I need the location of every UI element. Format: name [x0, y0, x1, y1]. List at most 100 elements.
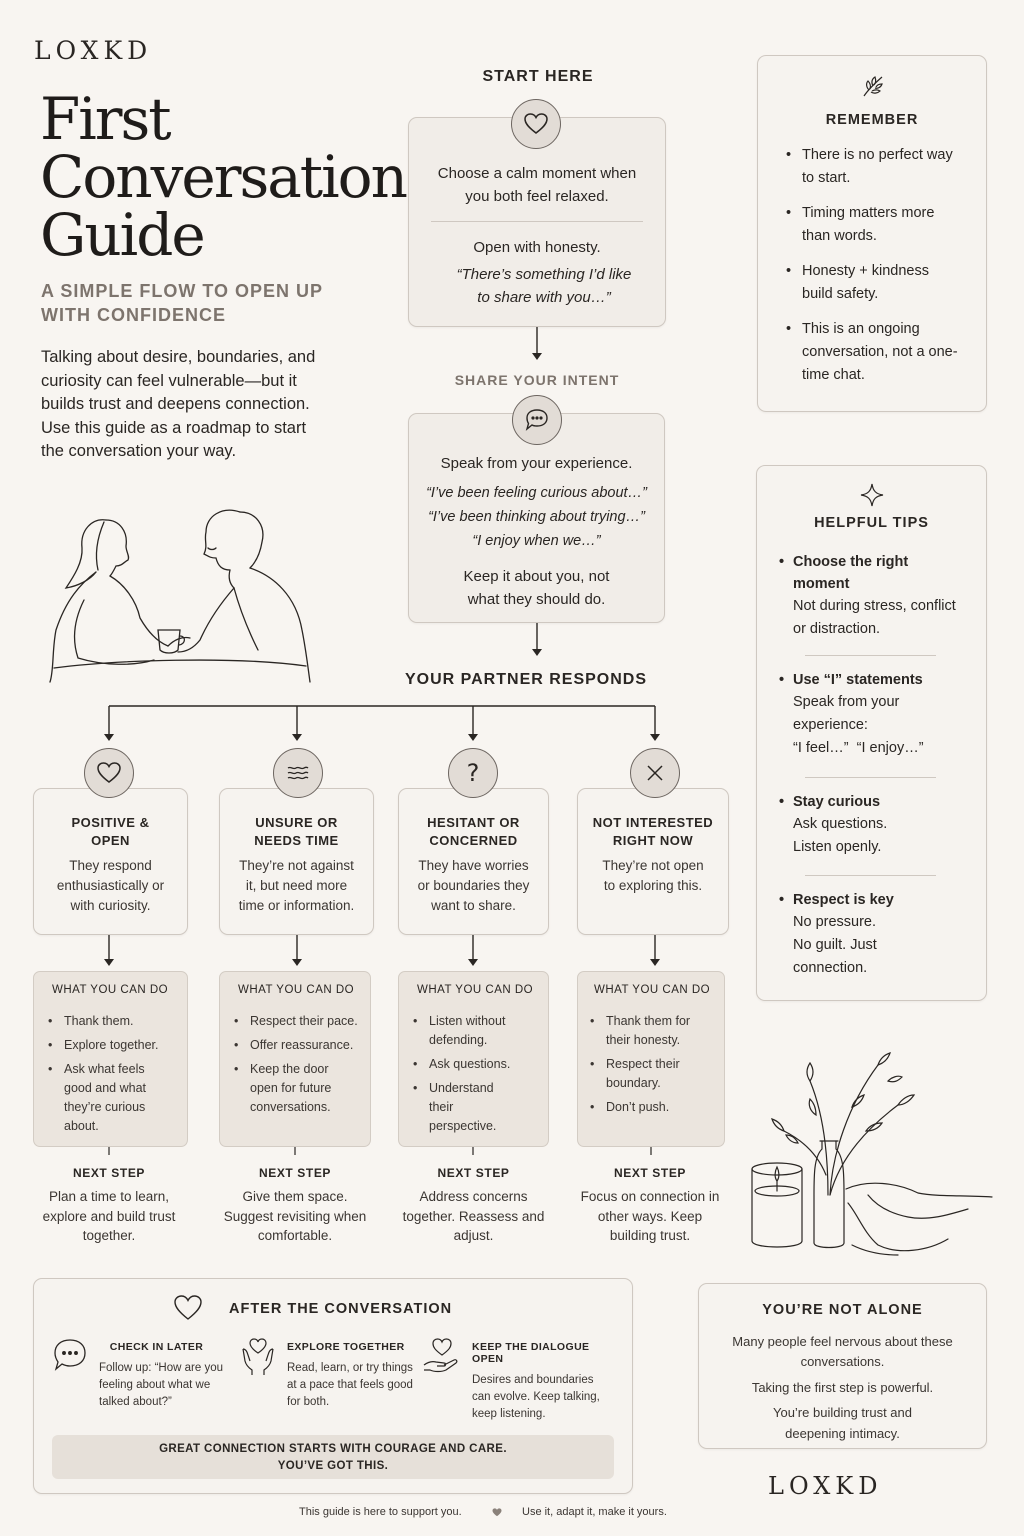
remember-header: REMEMBER [825, 112, 919, 128]
chat-dots-icon [54, 1339, 86, 1371]
list-item: Thank them for their honesty. [588, 1012, 710, 1050]
next-step-text: Plan a time to learn, explore and build … [42, 1189, 176, 1243]
tips-card: HELPFUL TIPS •Choose the right moment No… [756, 465, 987, 1001]
start-quote: “There’s something I’d like to share wit… [456, 266, 632, 306]
share-intent-header: SHARE YOUR INTENT [454, 372, 620, 388]
brand-logo-footer: LOXKD [768, 1472, 883, 1500]
response-card-not-interested: NOT INTERESTED RIGHT NOW They’re not ope… [577, 788, 729, 935]
response-text: They’re not against it, but need more ti… [238, 858, 355, 913]
after-item-title: KEEP THE DIALOGUE OPEN [472, 1341, 590, 1365]
next-step-header: NEXT STEP [72, 1166, 146, 1180]
response-card-positive: POSITIVE & OPEN They respond enthusiasti… [33, 788, 188, 935]
title-line-2: Conversation [40, 143, 408, 211]
tip-title: •Use “I” statements [779, 672, 923, 688]
list-item: Timing matters more than words. [784, 202, 968, 248]
branch-connector [104, 705, 660, 741]
action-header: WHAT YOU CAN DO [52, 984, 169, 996]
action-header: WHAT YOU CAN DO [417, 984, 534, 996]
flow-arrow-1 [532, 327, 542, 360]
list-item: Keep the door open for future conversati… [232, 1060, 358, 1117]
response-card-unsure: UNSURE OR NEEDS TIME They’re not against… [219, 788, 374, 935]
action-header: WHAT YOU CAN DO [238, 984, 355, 996]
heart-icon [84, 748, 134, 798]
tip-title-text: Stay curious [793, 794, 881, 810]
tip-text: Speak from your experience: [793, 694, 900, 733]
action-list: Respect their pace. Offer reassurance. K… [232, 1012, 358, 1122]
subtitle-line-1: A SIMPLE FLOW TO OPEN UP [41, 281, 324, 301]
response-title: NOT INTERESTED RIGHT NOW [592, 815, 714, 848]
tip-item-1: •Choose the right moment Not during stre… [779, 551, 956, 641]
list-item: This is an ongoing conversation, not a o… [784, 318, 968, 387]
candle-vase-illustration [751, 1052, 993, 1256]
next-step-hesitant: NEXT STEP Address concerns together. Rea… [398, 1166, 549, 1246]
start-card: Choose a calm moment when you both feel … [408, 117, 666, 327]
action-arrows [104, 935, 660, 966]
sparkle-icon [860, 483, 884, 507]
waves-icon [273, 748, 323, 798]
after-item-title: EXPLORE TOGETHER [287, 1341, 405, 1353]
title-line-1: First [40, 85, 172, 153]
remember-card: REMEMBER There is no perfect way to star… [757, 55, 987, 412]
tip-title-text: Choose the right moment [793, 554, 909, 592]
next-step-header: NEXT STEP [258, 1166, 332, 1180]
not-alone-header: YOU’RE NOT ALONE [762, 1302, 923, 1318]
speech-bubble-icon [512, 395, 562, 445]
not-alone-line-3: You’re building trust and deepening inti… [772, 1405, 912, 1441]
intent-quote-1: “I’ve been feeling curious about…” [426, 485, 647, 501]
list-item: Respect their pace. [232, 1012, 358, 1031]
intent-quotes: “I’ve been feeling curious about…” “I’ve… [414, 481, 659, 553]
not-alone-card: YOU’RE NOT ALONE Many people feel nervou… [698, 1283, 987, 1449]
action-card-positive: WHAT YOU CAN DO Thank them. Explore toge… [33, 971, 188, 1147]
partner-responds-header: YOUR PARTNER RESPONDS [404, 671, 648, 688]
page-subtitle: A SIMPLE FLOW TO OPEN UP WITH CONFIDENCE [41, 279, 323, 327]
intent-lead: Speak from your experience. [440, 455, 633, 472]
hands-heart-icon [242, 1338, 274, 1375]
intent-footer: Keep it about you, not what they should … [463, 568, 610, 608]
after-item-text: Follow up: “How are you feeling about wh… [99, 1362, 223, 1408]
tip-title-text: Respect is key [793, 892, 894, 908]
next-step-not-interested: NEXT STEP Focus on connection in other w… [575, 1166, 725, 1246]
response-title: UNSURE OR NEEDS TIME [254, 815, 339, 848]
intent-quote-3: “I enjoy when we…” [472, 533, 601, 549]
list-item: Understand their perspective. [411, 1079, 536, 1136]
tip-item-4: •Respect is key No pressure. No guilt. J… [779, 889, 946, 980]
remember-list: There is no perfect way to start. Timing… [784, 144, 968, 387]
banner-line-1: GREAT CONNECTION STARTS WITH COURAGE AND… [159, 1443, 507, 1455]
tip-extra: “I feel…” “I enjoy…” [793, 740, 924, 756]
after-item-title: CHECK IN LATER [109, 1341, 204, 1353]
heart-icon [511, 99, 561, 149]
not-alone-line-2: Taking the first step is powerful. [751, 1380, 934, 1395]
after-item-text: Desires and boundaries can evolve. Keep … [472, 1374, 600, 1420]
after-item-check-in: CHECK IN LATER Follow up: “How are you f… [99, 1341, 224, 1411]
footer-right-text: Use it, adapt it, make it yours. [522, 1506, 667, 1518]
start-here-header: START HERE [482, 68, 594, 85]
next-step-text: Give them space. Suggest revisiting when… [223, 1189, 367, 1243]
intent-quote-2: “I’ve been thinking about trying…” [428, 509, 645, 525]
tip-text: No pressure. No guilt. Just connection. [793, 914, 877, 976]
response-title: POSITIVE & OPEN [71, 815, 150, 848]
footer-left-text: This guide is here to support you. [299, 1506, 462, 1518]
x-icon [630, 748, 680, 798]
tip-text: Ask questions. Listen openly. [793, 816, 888, 855]
action-card-not-interested: WHAT YOU CAN DO Thank them for their hon… [577, 971, 725, 1147]
after-item-text: Read, learn, or try things at a pace tha… [287, 1362, 413, 1408]
tip-title: •Respect is key [779, 892, 894, 908]
after-item-dialogue: KEEP THE DIALOGUE OPEN Desires and bound… [472, 1341, 622, 1423]
after-banner: GREAT CONNECTION STARTS WITH COURAGE AND… [52, 1435, 614, 1479]
list-item: There is no perfect way to start. [784, 144, 968, 190]
list-item: Respect their boundary. [588, 1055, 710, 1093]
next-step-unsure: NEXT STEP Give them space. Suggest revis… [219, 1166, 371, 1246]
tip-divider [805, 777, 936, 778]
intro-text: Talking about desire, boundaries, and cu… [41, 348, 316, 460]
after-header: AFTER THE CONVERSATION [229, 1301, 453, 1317]
tip-title: •Stay curious [779, 794, 881, 810]
list-item: Listen without defending. [411, 1012, 536, 1050]
title-line-3: Guide [40, 201, 206, 269]
next-step-header: NEXT STEP [437, 1166, 510, 1180]
tip-title-text: Use “I” statements [793, 672, 923, 688]
banner-line-2: YOU’VE GOT THIS. [277, 1460, 389, 1472]
tip-divider [805, 875, 936, 876]
tip-title: •Choose the right moment [779, 554, 909, 592]
tip-item-2: •Use “I” statements Speak from your expe… [779, 669, 966, 760]
tip-item-3: •Stay curious Ask questions. Listen open… [779, 791, 926, 859]
